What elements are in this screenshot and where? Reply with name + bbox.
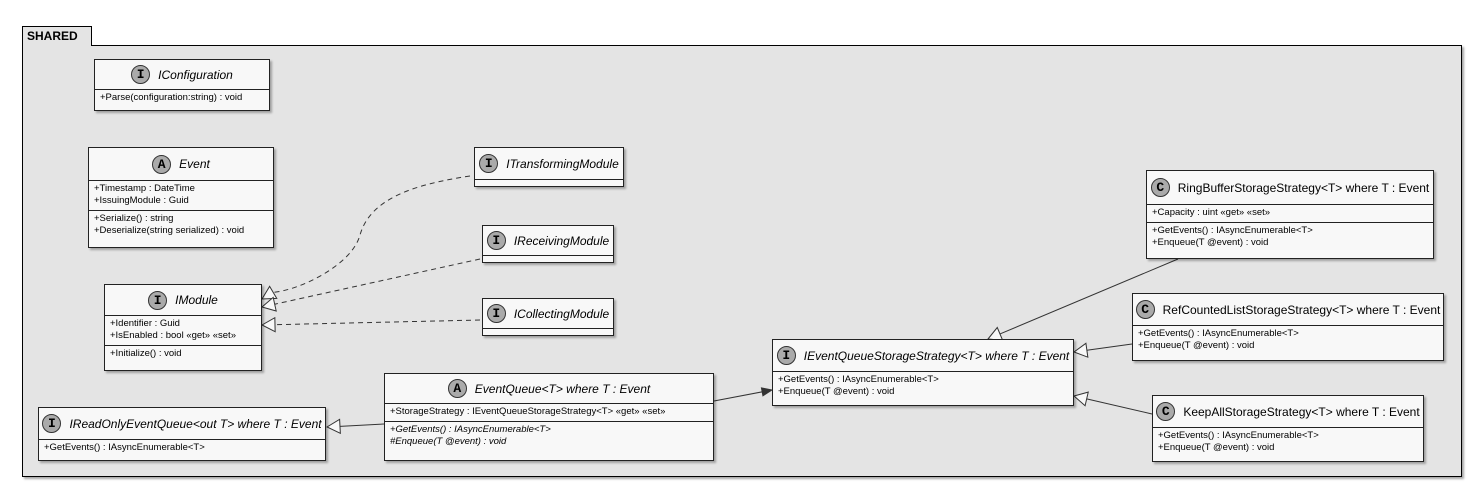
class-name: IConfiguration [158,67,233,82]
class-eventqueue[interactable]: A EventQueue<T> where T : Event +StorageSt… [384,373,714,461]
class-member: +GetEvents() : IAsyncEnumerable<T> [44,442,205,453]
package-tab: SHARED [22,26,92,46]
class-iconfiguration[interactable]: I IConfiguration +Parse(configuration:stri… [94,59,270,111]
class-header: I IModule [105,285,261,316]
class-refcounted[interactable]: C RefCountedListStorageStrategy<T> where … [1132,293,1444,361]
class-name: ICollectingModule [513,306,610,321]
class-section: +Parse(configuration:string) : void [95,90,269,107]
class-section [483,256,613,263]
class-header: C KeepAllStorageStrategy<T> where T : Eve… [1153,396,1423,428]
class-section [483,329,613,336]
class-member: +Enqueue(T @event) : void [1152,237,1269,248]
class-section: +Identifier : Guid+IsEnabled : bool «get… [105,316,261,346]
stereotype-badge-icon: I [776,346,796,365]
class-section: +GetEvents() : IAsyncEnumerable<T>+Enque… [1153,428,1423,457]
class-name: IReadOnlyEventQueue<out T> where T : Eve… [69,416,322,431]
class-member: +GetEvents() : IAsyncEnumerable<T> [1138,328,1299,339]
class-name: EventQueue<T> where T : Event [474,381,651,396]
class-member: +GetEvents() : IAsyncEnumerable<T> [1152,225,1313,236]
stereotype-badge-icon: I [486,304,506,323]
class-keepall[interactable]: C KeepAllStorageStrategy<T> where T : Eve… [1152,395,1424,462]
class-member: +Identifier : Guid [110,318,180,329]
stereotype-badge-icon: C [1150,178,1170,197]
class-section: +GetEvents() : IAsyncEnumerable<T> [39,440,325,457]
class-member: +Deserialize(string serialized) : void [94,225,245,236]
class-member: +Timestamp : DateTime [94,183,195,194]
class-imodule[interactable]: I IModule +Identifier : Guid+IsEnabled : b… [104,284,262,371]
stereotype-badge-icon: I [486,231,506,250]
class-section: +Timestamp : DateTime+IssuingModule : Gu… [89,181,273,211]
class-section: +GetEvents() : IAsyncEnumerable<T>#Enque… [385,422,713,451]
class-event[interactable]: A Event +Timestamp : DateTime+IssuingModul… [88,147,274,248]
class-name: IModule [175,293,218,307]
class-name: IEventQueueStorageStrategy<T> where T : … [803,348,1070,363]
stereotype-badge-icon: A [152,154,172,174]
class-ireadonlyeventqueue[interactable]: I IReadOnlyEventQueue<out T> where T : Ev… [38,407,326,461]
class-header: I IReadOnlyEventQueue<out T> where T : Ev… [39,408,325,440]
class-member: +Parse(configuration:string) : void [100,92,243,103]
class-header: I ITransformingModule [475,148,623,180]
class-member: +Initialize() : void [110,348,182,359]
class-member: +GetEvents() : IAsyncEnumerable<T> [778,374,939,385]
class-ireceivingmodule[interactable]: I IReceivingModule [482,225,614,263]
class-name: IReceivingModule [513,233,610,248]
class-ringbuffer[interactable]: C RingBufferStorageStrategy<T> where T : … [1146,170,1434,259]
class-section: +GetEvents() : IAsyncEnumerable<T>+Enque… [1133,326,1443,355]
class-name: RefCountedListStorageStrategy<T> where T… [1162,302,1441,317]
class-member: +IssuingModule : Guid [94,195,189,206]
class-header: C RefCountedListStorageStrategy<T> where … [1133,294,1443,326]
class-name: KeepAllStorageStrategy<T> where T : Even… [1183,404,1420,419]
class-icollectingmodule[interactable]: I ICollectingModule [482,298,614,336]
class-header: I IConfiguration [95,60,269,90]
class-section: +StorageStrategy : IEventQueueStorageStr… [385,404,713,422]
class-member: #Enqueue(T @event) : void [390,436,507,447]
class-section: +GetEvents() : IAsyncEnumerable<T>+Enque… [773,372,1073,401]
class-member: +GetEvents() : IAsyncEnumerable<T> [390,424,551,435]
class-member: +Enqueue(T @event) : void [1138,340,1255,351]
class-section [475,180,623,187]
class-member: +Serialize() : string [94,213,174,224]
class-section: +Capacity : uint «get» «set» [1147,205,1433,223]
class-section: +GetEvents() : IAsyncEnumerable<T>+Enque… [1147,223,1433,252]
stereotype-badge-icon: C [1156,402,1176,421]
class-header: C RingBufferStorageStrategy<T> where T : … [1147,171,1433,205]
stereotype-badge-icon: C [1135,300,1155,319]
class-header: I IEventQueueStorageStrategy<T> where T :… [773,340,1073,372]
class-header: A Event [89,148,273,181]
class-member: +StorageStrategy : IEventQueueStorageStr… [390,406,666,417]
stereotype-badge-icon: I [42,414,62,433]
class-section: +Serialize() : string+Deserialize(string… [89,211,273,240]
stereotype-badge-icon: I [131,65,151,84]
class-member: +Enqueue(T @event) : void [778,386,895,397]
class-header: I IReceivingModule [483,226,613,256]
stereotype-badge-icon: A [447,379,467,398]
class-name: ITransformingModule [506,156,619,171]
class-header: I ICollectingModule [483,299,613,329]
class-itransformingmodule[interactable]: I ITransformingModule [474,147,624,187]
class-member: +GetEvents() : IAsyncEnumerable<T> [1158,430,1319,441]
class-name: Event [179,157,210,171]
class-member: +Capacity : uint «get» «set» [1152,207,1271,218]
class-header: A EventQueue<T> where T : Event [385,374,713,404]
package-name: SHARED [27,29,78,43]
class-name: RingBufferStorageStrategy<T> where T : E… [1177,180,1430,195]
class-member: +IsEnabled : bool «get» «set» [110,330,236,341]
stereotype-badge-icon: I [479,154,499,173]
stereotype-badge-icon: I [148,290,168,310]
class-member: +Enqueue(T @event) : void [1158,442,1275,453]
class-section: +Initialize() : void [105,346,261,363]
class-ieventqueuestoragestrategy[interactable]: I IEventQueueStorageStrategy<T> where T :… [772,339,1074,406]
